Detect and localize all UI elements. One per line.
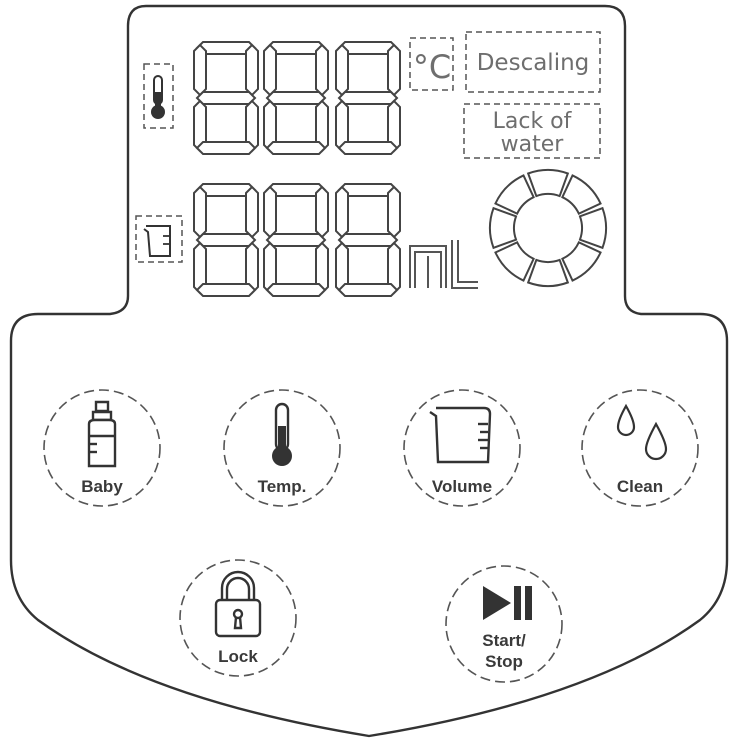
celsius-unit: °C [413,48,451,86]
padlock-icon [214,570,262,638]
lock-button[interactable] [179,559,297,677]
lack-of-water-indicator-box [463,103,601,159]
lack-of-water-line1: Lack of [493,109,573,134]
volume-indicator-icon [135,215,183,263]
volume-button[interactable] [403,389,521,507]
start-stop-label-line1: Start/ [482,631,526,650]
baby-bottle-icon [87,400,117,468]
descaling-indicator-box [465,31,601,93]
progress-ring-segment [489,206,518,250]
progress-ring [489,169,607,287]
panel-outline [9,4,729,738]
milliliter-unit-icon [409,240,478,289]
start-stop-label-line2: Stop [485,652,523,671]
temperature-indicator-icon [143,63,174,129]
lock-button-label: Lock [218,647,258,666]
progress-ring-segment [526,258,570,287]
play-pause-icon [483,586,532,620]
progress-ring-segment [494,241,535,282]
start-stop-button[interactable] [445,565,563,683]
baby-button[interactable] [43,389,161,507]
clean-button-label: Clean [617,477,663,496]
thermometer-icon [272,402,292,466]
progress-ring-segment [561,241,602,282]
temp-button[interactable] [223,389,341,507]
volume-button-label: Volume [432,477,492,496]
progress-ring-segment [526,169,570,198]
celsius-unit-box [409,37,454,91]
progress-ring-segment [561,174,602,215]
lack-of-water-line2: water [501,132,565,157]
water-drops-icon [616,403,668,461]
baby-button-label: Baby [81,477,123,496]
descaling-indicator: Descaling [477,50,590,76]
clean-button[interactable] [581,389,699,507]
measuring-cup-icon [429,406,492,464]
progress-ring-segment [578,206,607,250]
temp-button-label: Temp. [258,477,307,496]
progress-ring-segment [494,174,535,215]
